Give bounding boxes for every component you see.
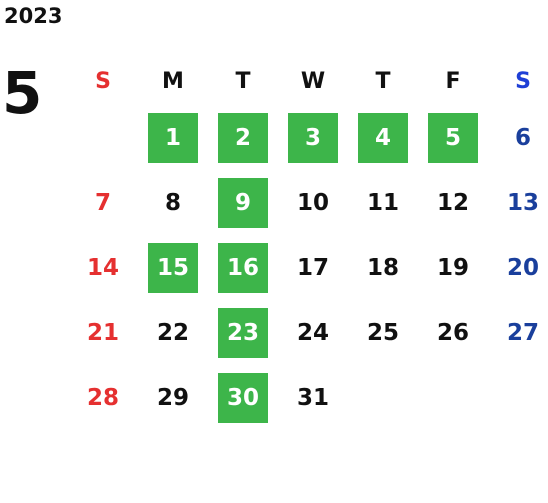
day-number: 14	[86, 254, 119, 281]
day-number: 28	[86, 384, 119, 411]
calendar-grid: S M T W T F S 1 2 3 4 5 6 7 8 9 10 11 12…	[68, 57, 548, 430]
day-cell	[68, 105, 138, 170]
day-cell-highlighted[interactable]: 1	[138, 105, 208, 170]
day-number: 29	[156, 384, 189, 411]
day-cell[interactable]: 6	[488, 105, 548, 170]
day-number: 31	[296, 384, 329, 411]
day-number: 21	[86, 319, 119, 346]
day-number: 16	[226, 254, 259, 281]
day-number: 24	[296, 319, 329, 346]
day-cell-highlighted[interactable]: 16	[208, 235, 278, 300]
day-number: 23	[226, 319, 259, 346]
day-cell[interactable]: 8	[138, 170, 208, 235]
day-cell[interactable]: 7	[68, 170, 138, 235]
day-cell[interactable]: 11	[348, 170, 418, 235]
day-number: 17	[296, 254, 329, 281]
weekday-header-thu: T	[375, 68, 391, 94]
day-number: 5	[444, 124, 461, 151]
weekday-header-sun: S	[95, 68, 111, 94]
day-number: 11	[366, 189, 399, 216]
day-number: 7	[94, 189, 111, 216]
day-number: 22	[156, 319, 189, 346]
day-cell[interactable]: 21	[68, 300, 138, 365]
day-cell[interactable]: 25	[348, 300, 418, 365]
day-cell[interactable]: 22	[138, 300, 208, 365]
weekday-header-sat: S	[515, 68, 531, 94]
day-cell-highlighted[interactable]: 4	[348, 105, 418, 170]
day-cell[interactable]: 24	[278, 300, 348, 365]
day-cell[interactable]: 17	[278, 235, 348, 300]
day-number: 8	[164, 189, 181, 216]
day-cell-highlighted[interactable]: 30	[208, 365, 278, 430]
day-cell-highlighted[interactable]: 5	[418, 105, 488, 170]
year-label: 2023	[4, 4, 63, 28]
day-cell-highlighted[interactable]: 3	[278, 105, 348, 170]
day-cell-highlighted[interactable]: 23	[208, 300, 278, 365]
day-number: 6	[514, 124, 531, 151]
day-number: 26	[436, 319, 469, 346]
day-number: 15	[156, 254, 189, 281]
day-cell[interactable]: 31	[278, 365, 348, 430]
day-number: 13	[506, 189, 539, 216]
day-cell[interactable]: 18	[348, 235, 418, 300]
day-cell-highlighted[interactable]: 9	[208, 170, 278, 235]
day-cell[interactable]: 28	[68, 365, 138, 430]
day-number: 12	[436, 189, 469, 216]
weekday-header-tue: T	[235, 68, 251, 94]
day-number: 30	[226, 384, 259, 411]
day-cell[interactable]: 13	[488, 170, 548, 235]
day-number: 2	[234, 124, 251, 151]
day-number: 3	[304, 124, 321, 151]
day-cell-highlighted[interactable]: 15	[138, 235, 208, 300]
weekday-header-wed: W	[300, 68, 326, 94]
day-number: 4	[374, 124, 391, 151]
day-cell[interactable]: 14	[68, 235, 138, 300]
weekday-header-mon: M	[162, 68, 184, 94]
day-cell[interactable]: 20	[488, 235, 548, 300]
day-cell	[348, 365, 418, 430]
day-number: 19	[436, 254, 469, 281]
day-cell-highlighted[interactable]: 2	[208, 105, 278, 170]
day-cell[interactable]: 29	[138, 365, 208, 430]
day-cell[interactable]: 10	[278, 170, 348, 235]
day-cell[interactable]: 19	[418, 235, 488, 300]
day-number: 9	[234, 189, 251, 216]
day-cell[interactable]: 26	[418, 300, 488, 365]
weekday-header-fri: F	[445, 68, 461, 94]
day-cell[interactable]: 12	[418, 170, 488, 235]
day-number: 1	[164, 124, 181, 151]
day-cell[interactable]: 27	[488, 300, 548, 365]
day-cell	[488, 365, 548, 430]
day-number: 27	[506, 319, 539, 346]
month-number: 5	[2, 59, 43, 127]
day-number: 20	[506, 254, 539, 281]
day-number: 10	[296, 189, 329, 216]
day-cell	[418, 365, 488, 430]
day-number: 18	[366, 254, 399, 281]
day-number: 25	[366, 319, 399, 346]
